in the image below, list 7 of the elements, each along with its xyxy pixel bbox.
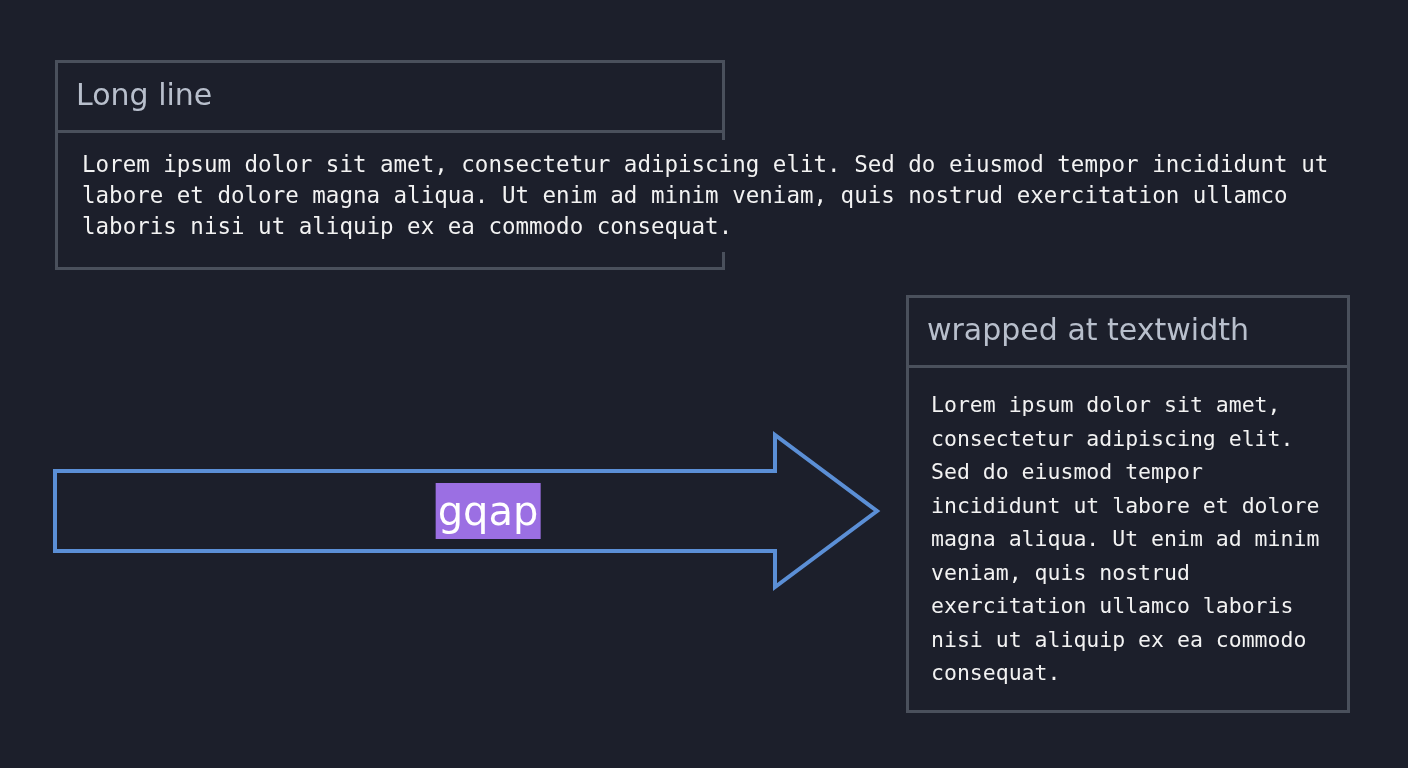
text-panel — [906, 295, 1350, 713]
body-text: Lorem ipsum dolor sit amet, consectetur adipiscing elit. Sed do eiusmod tempor incididunt ut labore et dolore magna aliqua. Ut enim ad minim veniam, quis nostrud exercitation ullamco laboris nisi ut aliquip ex ea commodo consequat. — [931, 391, 1320, 687]
body-text: Lorem ipsum dolor sit amet, consectetur adipiscing elit. Sed do eiusmod tempor incididunt ut labore et dolore magna aliqua. Ut enim ad minim veniam, quis nostrud exercitation ullamco laboris nisi ut aliquip ex ea commodo consequat. — [82, 150, 1329, 241]
panel-heading: Long line — [76, 77, 213, 112]
block-arrow — [53, 431, 881, 591]
edge-label: gqap — [435, 483, 541, 539]
panel-heading: wrapped at textwidth — [927, 312, 1249, 347]
